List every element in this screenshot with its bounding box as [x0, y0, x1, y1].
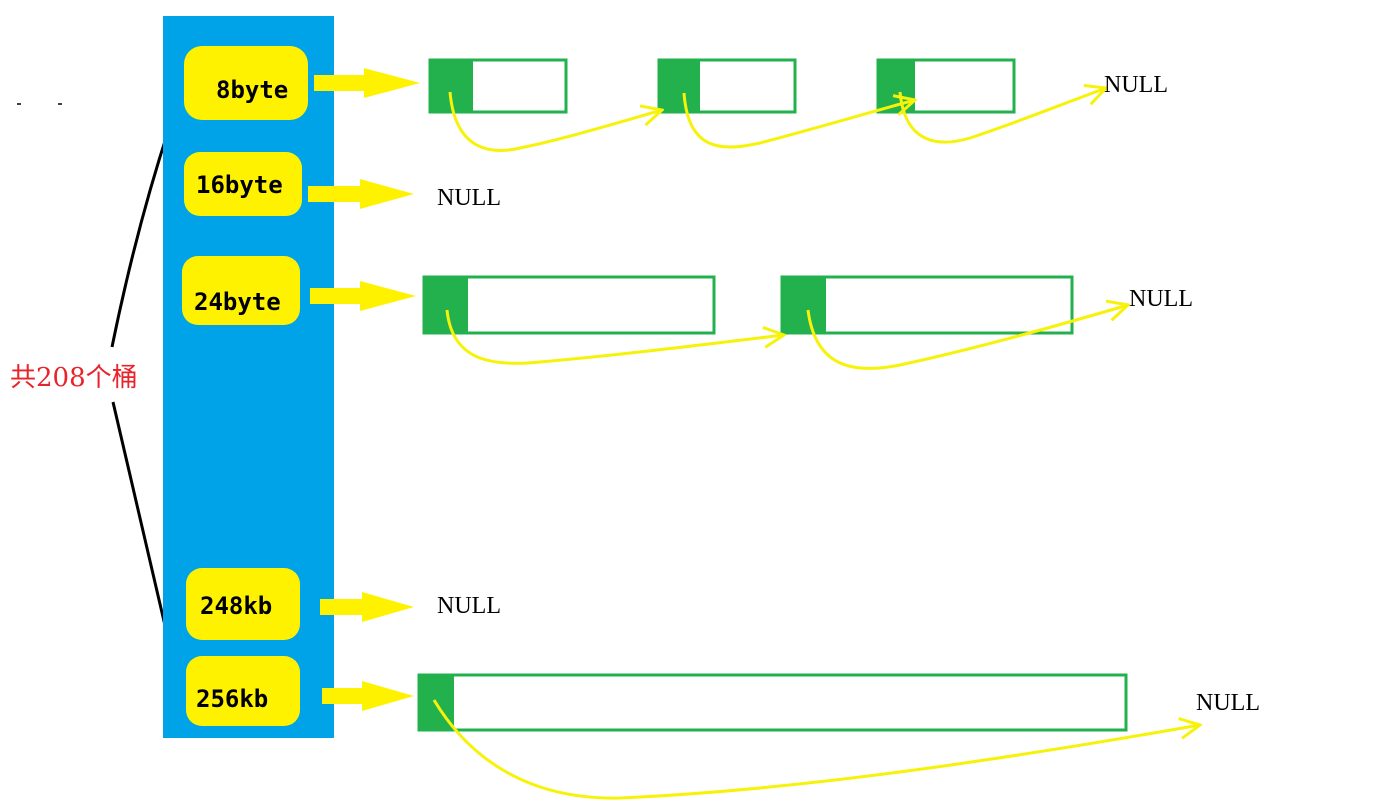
- bucket-arrow: [322, 681, 414, 711]
- next-link-curve: [806, 305, 1128, 370]
- null-label: NULL: [437, 593, 501, 619]
- block-head: [782, 277, 826, 333]
- memory-block: [422, 275, 716, 335]
- memory-block: [657, 58, 797, 114]
- free-list-8byte: NULL: [428, 58, 1168, 152]
- bucket-pill: [184, 152, 302, 216]
- bucket-label: 16byte: [196, 171, 283, 199]
- bucket-pill: [186, 656, 300, 726]
- next-link-curve: [445, 309, 784, 365]
- bucket-pill: [182, 256, 300, 325]
- bucket-arrow: [320, 592, 414, 622]
- next-link-curve: [898, 88, 1106, 144]
- null-label: NULL: [1104, 72, 1168, 98]
- free-list-24byte: NULL: [422, 275, 1193, 370]
- next-link-curve: [448, 91, 662, 152]
- next-link-curve: [682, 92, 915, 149]
- bucket-pill: [184, 46, 308, 120]
- bucket-arrow: [308, 179, 414, 209]
- bucket-24byte: 24byte: [182, 256, 416, 325]
- null-label: NULL: [437, 185, 501, 211]
- free-list-256kb: NULL: [417, 673, 1260, 800]
- memory-block: [780, 275, 1074, 335]
- bucket-arrow: [310, 281, 416, 311]
- block-head: [659, 60, 700, 112]
- memory-block: [417, 673, 1128, 732]
- next-link-curve: [432, 699, 1200, 800]
- block-head: [424, 277, 468, 333]
- bucket-label: 256kb: [196, 685, 268, 713]
- bucket-16byte: 16byte NULL: [184, 152, 501, 216]
- bucket-label: 24byte: [194, 288, 281, 316]
- null-label: NULL: [1129, 286, 1193, 312]
- null-label: NULL: [1196, 690, 1260, 716]
- bucket-8byte: 8byte: [184, 46, 420, 120]
- bucket-arrow: [314, 68, 420, 98]
- bucket-pill: [186, 568, 300, 640]
- bucket-256kb: 256kb: [186, 656, 414, 726]
- bucket-label: 8byte: [216, 76, 288, 104]
- bucket-label: 248kb: [200, 592, 272, 620]
- bucket-248kb: 248kb NULL: [186, 568, 501, 640]
- bucket-count-label: 共208个桶: [10, 363, 138, 393]
